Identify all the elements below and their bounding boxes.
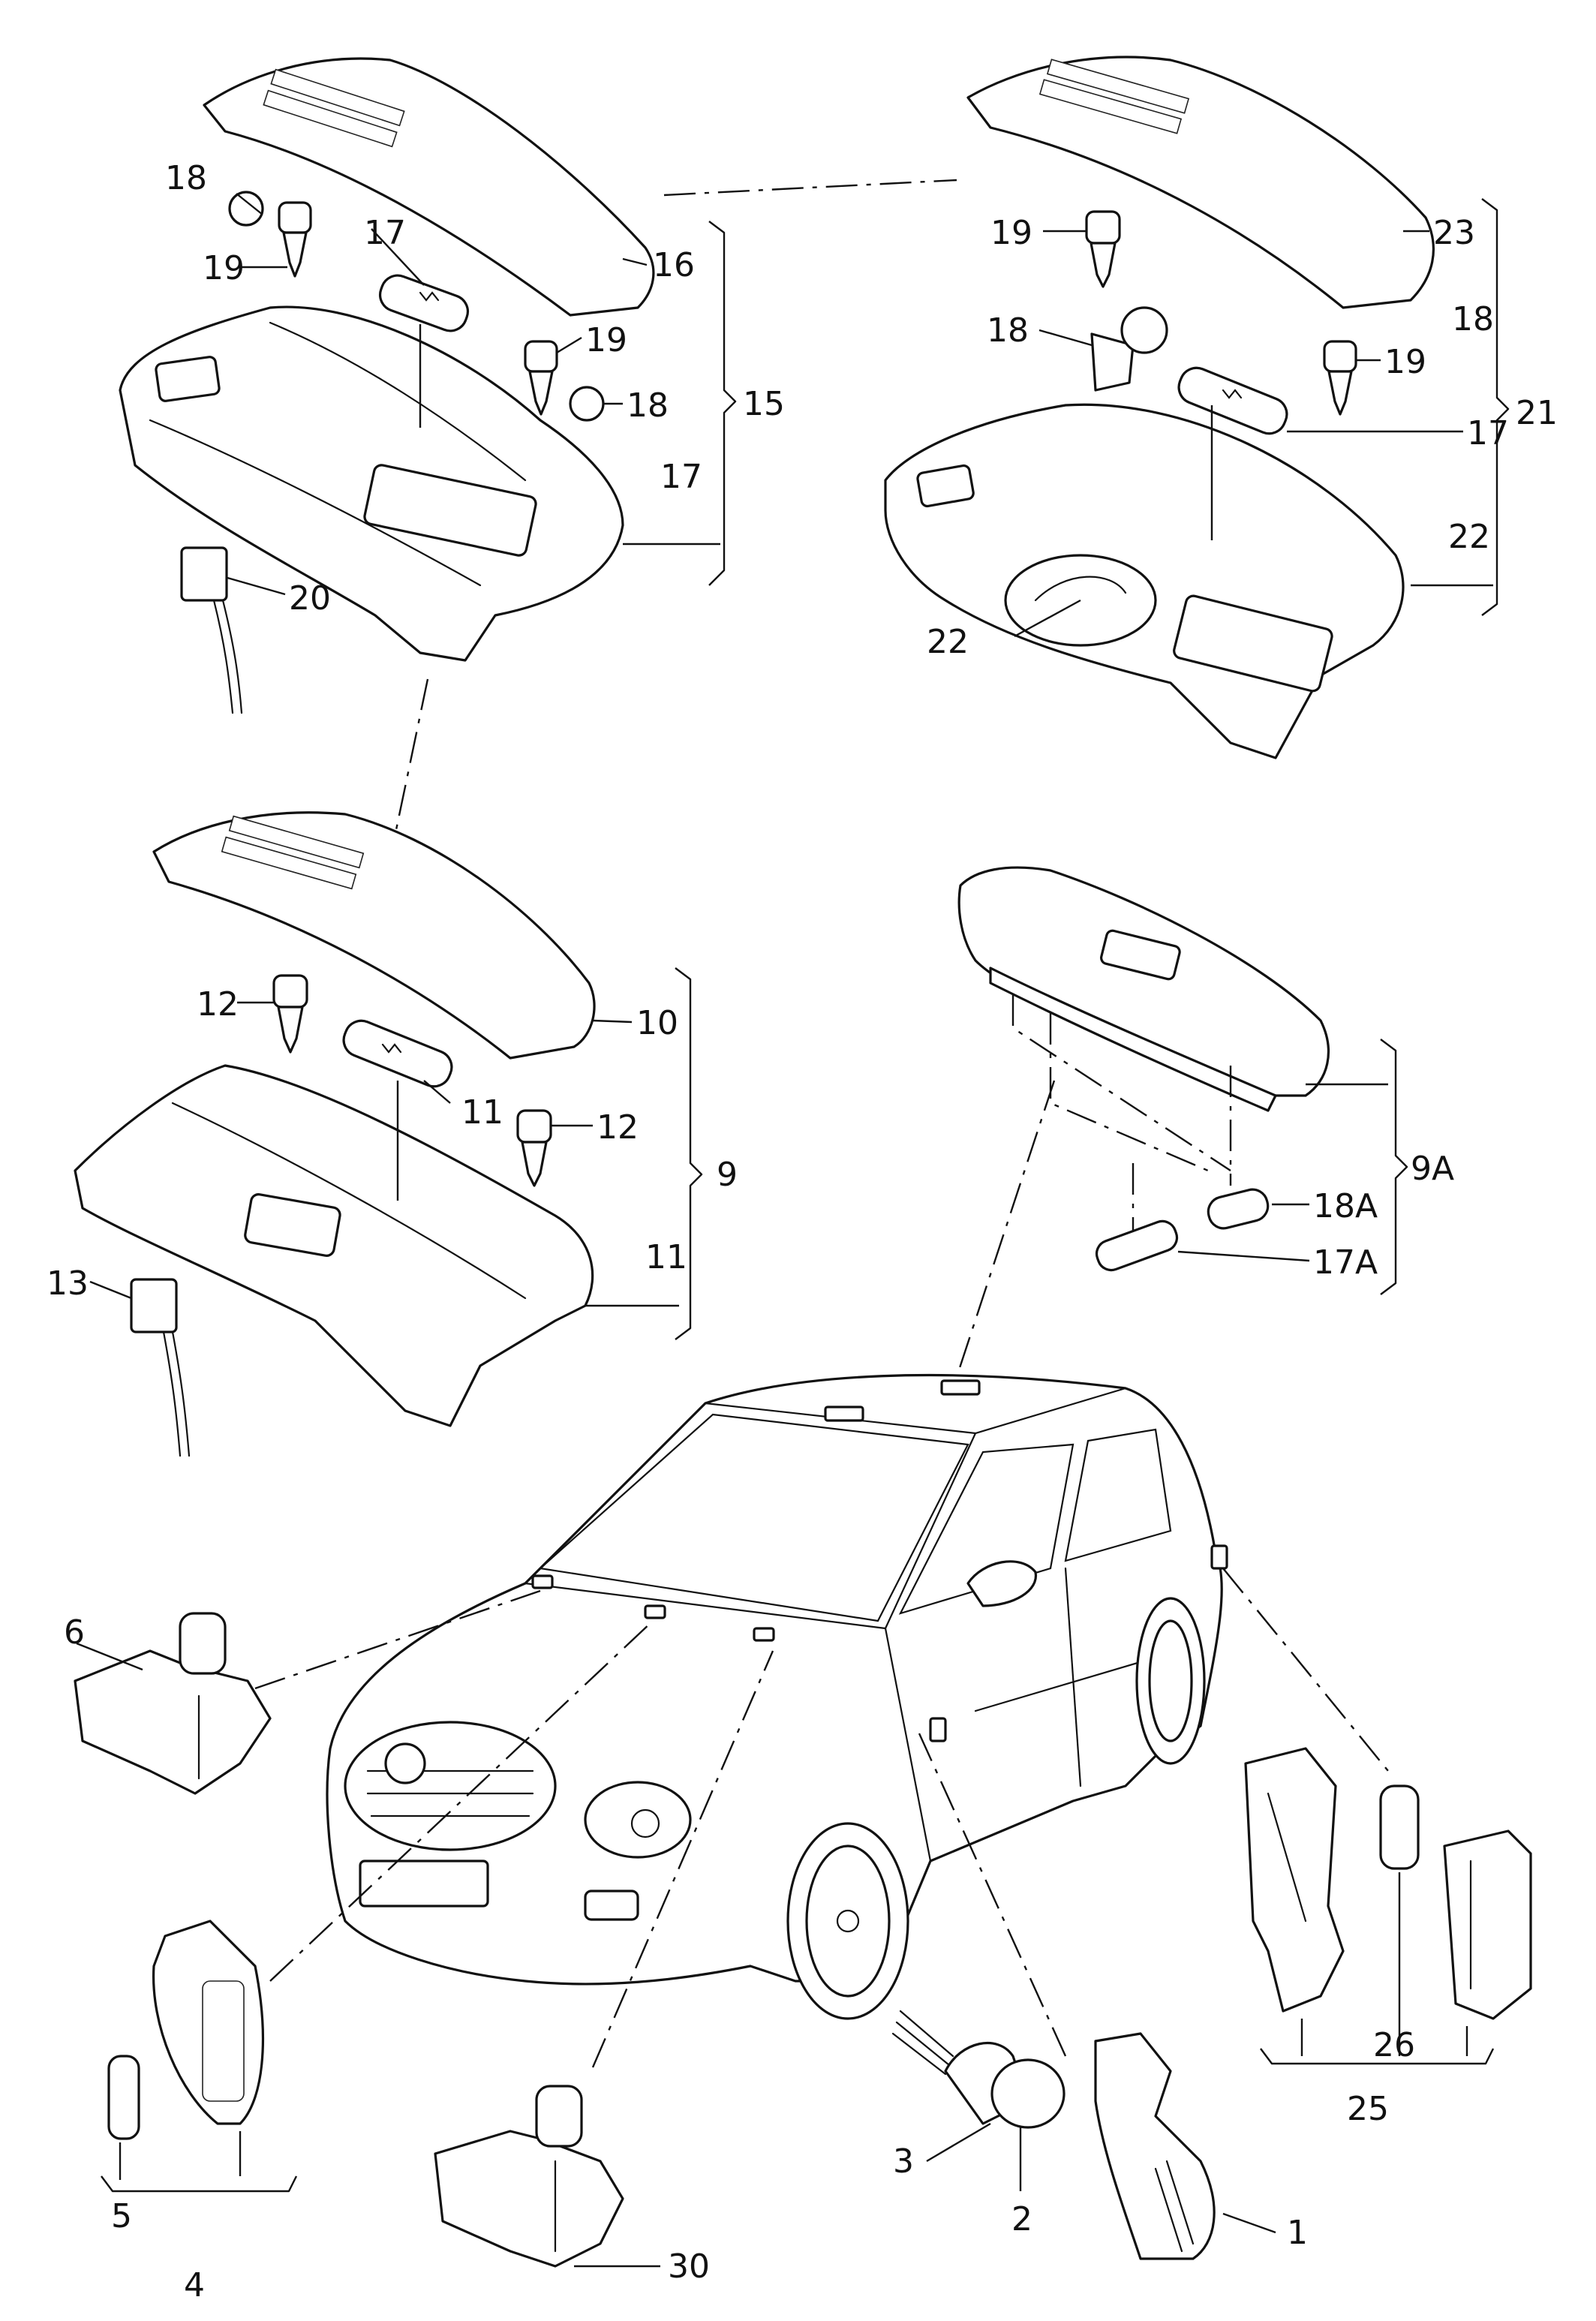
label-11-a: 11 (461, 1093, 503, 1132)
bulb-17A (1095, 1219, 1179, 1272)
front-wheel (786, 1822, 909, 2020)
assembly-9 (74, 678, 703, 1457)
dashline-15-21 (663, 179, 957, 197)
label-4: 4 (184, 2266, 205, 2304)
dashline-roof-9A (951, 1080, 1056, 1389)
bulb-18-socket (1090, 306, 1168, 392)
switch-30 (434, 2085, 624, 2268)
label-15: 15 (743, 385, 785, 423)
callout-labels: 18 19 17 16 19 18 15 17 20 19 23 18 18 1… (47, 159, 1558, 2304)
label-23: 23 (1433, 214, 1475, 252)
label-12-a: 12 (197, 985, 239, 1024)
label-21: 21 (1516, 394, 1558, 432)
button-9A (1100, 929, 1181, 981)
bulb-26 (1379, 1784, 1420, 1870)
screw-19-d (1323, 340, 1357, 416)
lens-25 (1443, 1829, 1532, 2020)
label-12-b: 12 (597, 1108, 639, 1147)
switch-block-15 (363, 464, 537, 557)
connector-20 (180, 546, 243, 714)
fog-lamp (584, 1890, 639, 1921)
screw-19-c (1085, 210, 1121, 288)
rear-wheel (1135, 1597, 1206, 1765)
label-20: 20 (289, 579, 331, 618)
label-2: 2 (1011, 2200, 1032, 2238)
rear-door-window (1064, 1428, 1172, 1562)
label-10: 10 (636, 1004, 678, 1042)
cover-16 (203, 57, 655, 317)
car-body (326, 1373, 1223, 1986)
bulb-18A (1207, 1188, 1270, 1230)
car-illustration (326, 1373, 1228, 2020)
side-lamp-1 (1094, 2032, 1216, 2260)
bulb-17-top-left (379, 274, 469, 332)
label-11-b: 11 (645, 1238, 687, 1276)
label-17-b: 17 (660, 458, 702, 496)
label-3: 3 (893, 2142, 914, 2181)
logo-badge (384, 1742, 426, 1784)
label-6: 6 (64, 1613, 85, 1652)
screw-12-a (272, 974, 308, 1054)
lamp-housing-9A (957, 866, 1330, 1097)
license-plate (359, 1860, 489, 1908)
dashline-15-9 (392, 678, 429, 841)
screw-19-a (278, 201, 312, 278)
label-18-c: 18 (1452, 300, 1494, 338)
cap-18-a (228, 191, 264, 227)
bulb-17-top-right (1177, 366, 1288, 435)
side-mirror (966, 1560, 1037, 1607)
screw-12-b (516, 1109, 552, 1187)
headlight (584, 1781, 692, 1859)
label-19-b: 19 (585, 321, 627, 359)
label-18A: 18A (1313, 1187, 1378, 1225)
label-5: 5 (111, 2197, 132, 2235)
label-19-a: 19 (203, 249, 245, 287)
label-17-a: 17 (364, 214, 406, 252)
vent-grille-23 (1038, 59, 1190, 134)
label-19-c: 19 (990, 214, 1032, 252)
label-19-d: 19 (1384, 343, 1426, 381)
screw-19-b (524, 340, 558, 416)
lamp-housing-4 (152, 1920, 264, 2125)
vent-grille-10 (221, 815, 365, 890)
bulb-2 (990, 2058, 1066, 2129)
label-1: 1 (1287, 2214, 1308, 2252)
label-25: 25 (1347, 2090, 1389, 2128)
vent-grille-16 (263, 68, 405, 148)
label-16: 16 (653, 246, 695, 284)
label-26: 26 (1373, 2026, 1415, 2064)
switch-block-21 (1173, 594, 1333, 693)
lamp-frame-25 (1244, 1747, 1345, 2013)
cap-18-b (569, 386, 605, 422)
label-9: 9 (717, 1156, 738, 1194)
label-18-a: 18 (165, 159, 207, 197)
label-13: 13 (47, 1264, 89, 1303)
label-18-d: 18 (987, 311, 1029, 350)
switch-6 (74, 1612, 272, 1795)
label-17-c: 17 (1467, 414, 1509, 452)
bulb-11 (342, 1019, 453, 1088)
label-9A: 9A (1411, 1150, 1454, 1188)
switch-11 (244, 1193, 341, 1257)
assembly-9A (951, 866, 1408, 1389)
label-18-b: 18 (627, 386, 669, 425)
label-22-b: 22 (927, 623, 969, 661)
cover-10 (152, 811, 596, 1060)
label-22-a: 22 (1448, 518, 1490, 556)
label-30: 30 (668, 2247, 710, 2286)
cover-23 (966, 56, 1435, 309)
assembly-21 (663, 56, 1510, 759)
connector-13 (130, 1278, 191, 1457)
assembly-15 (119, 57, 737, 714)
label-17A: 17A (1313, 1243, 1378, 1282)
windshield (538, 1413, 969, 1622)
bulb-5 (107, 2055, 140, 2140)
